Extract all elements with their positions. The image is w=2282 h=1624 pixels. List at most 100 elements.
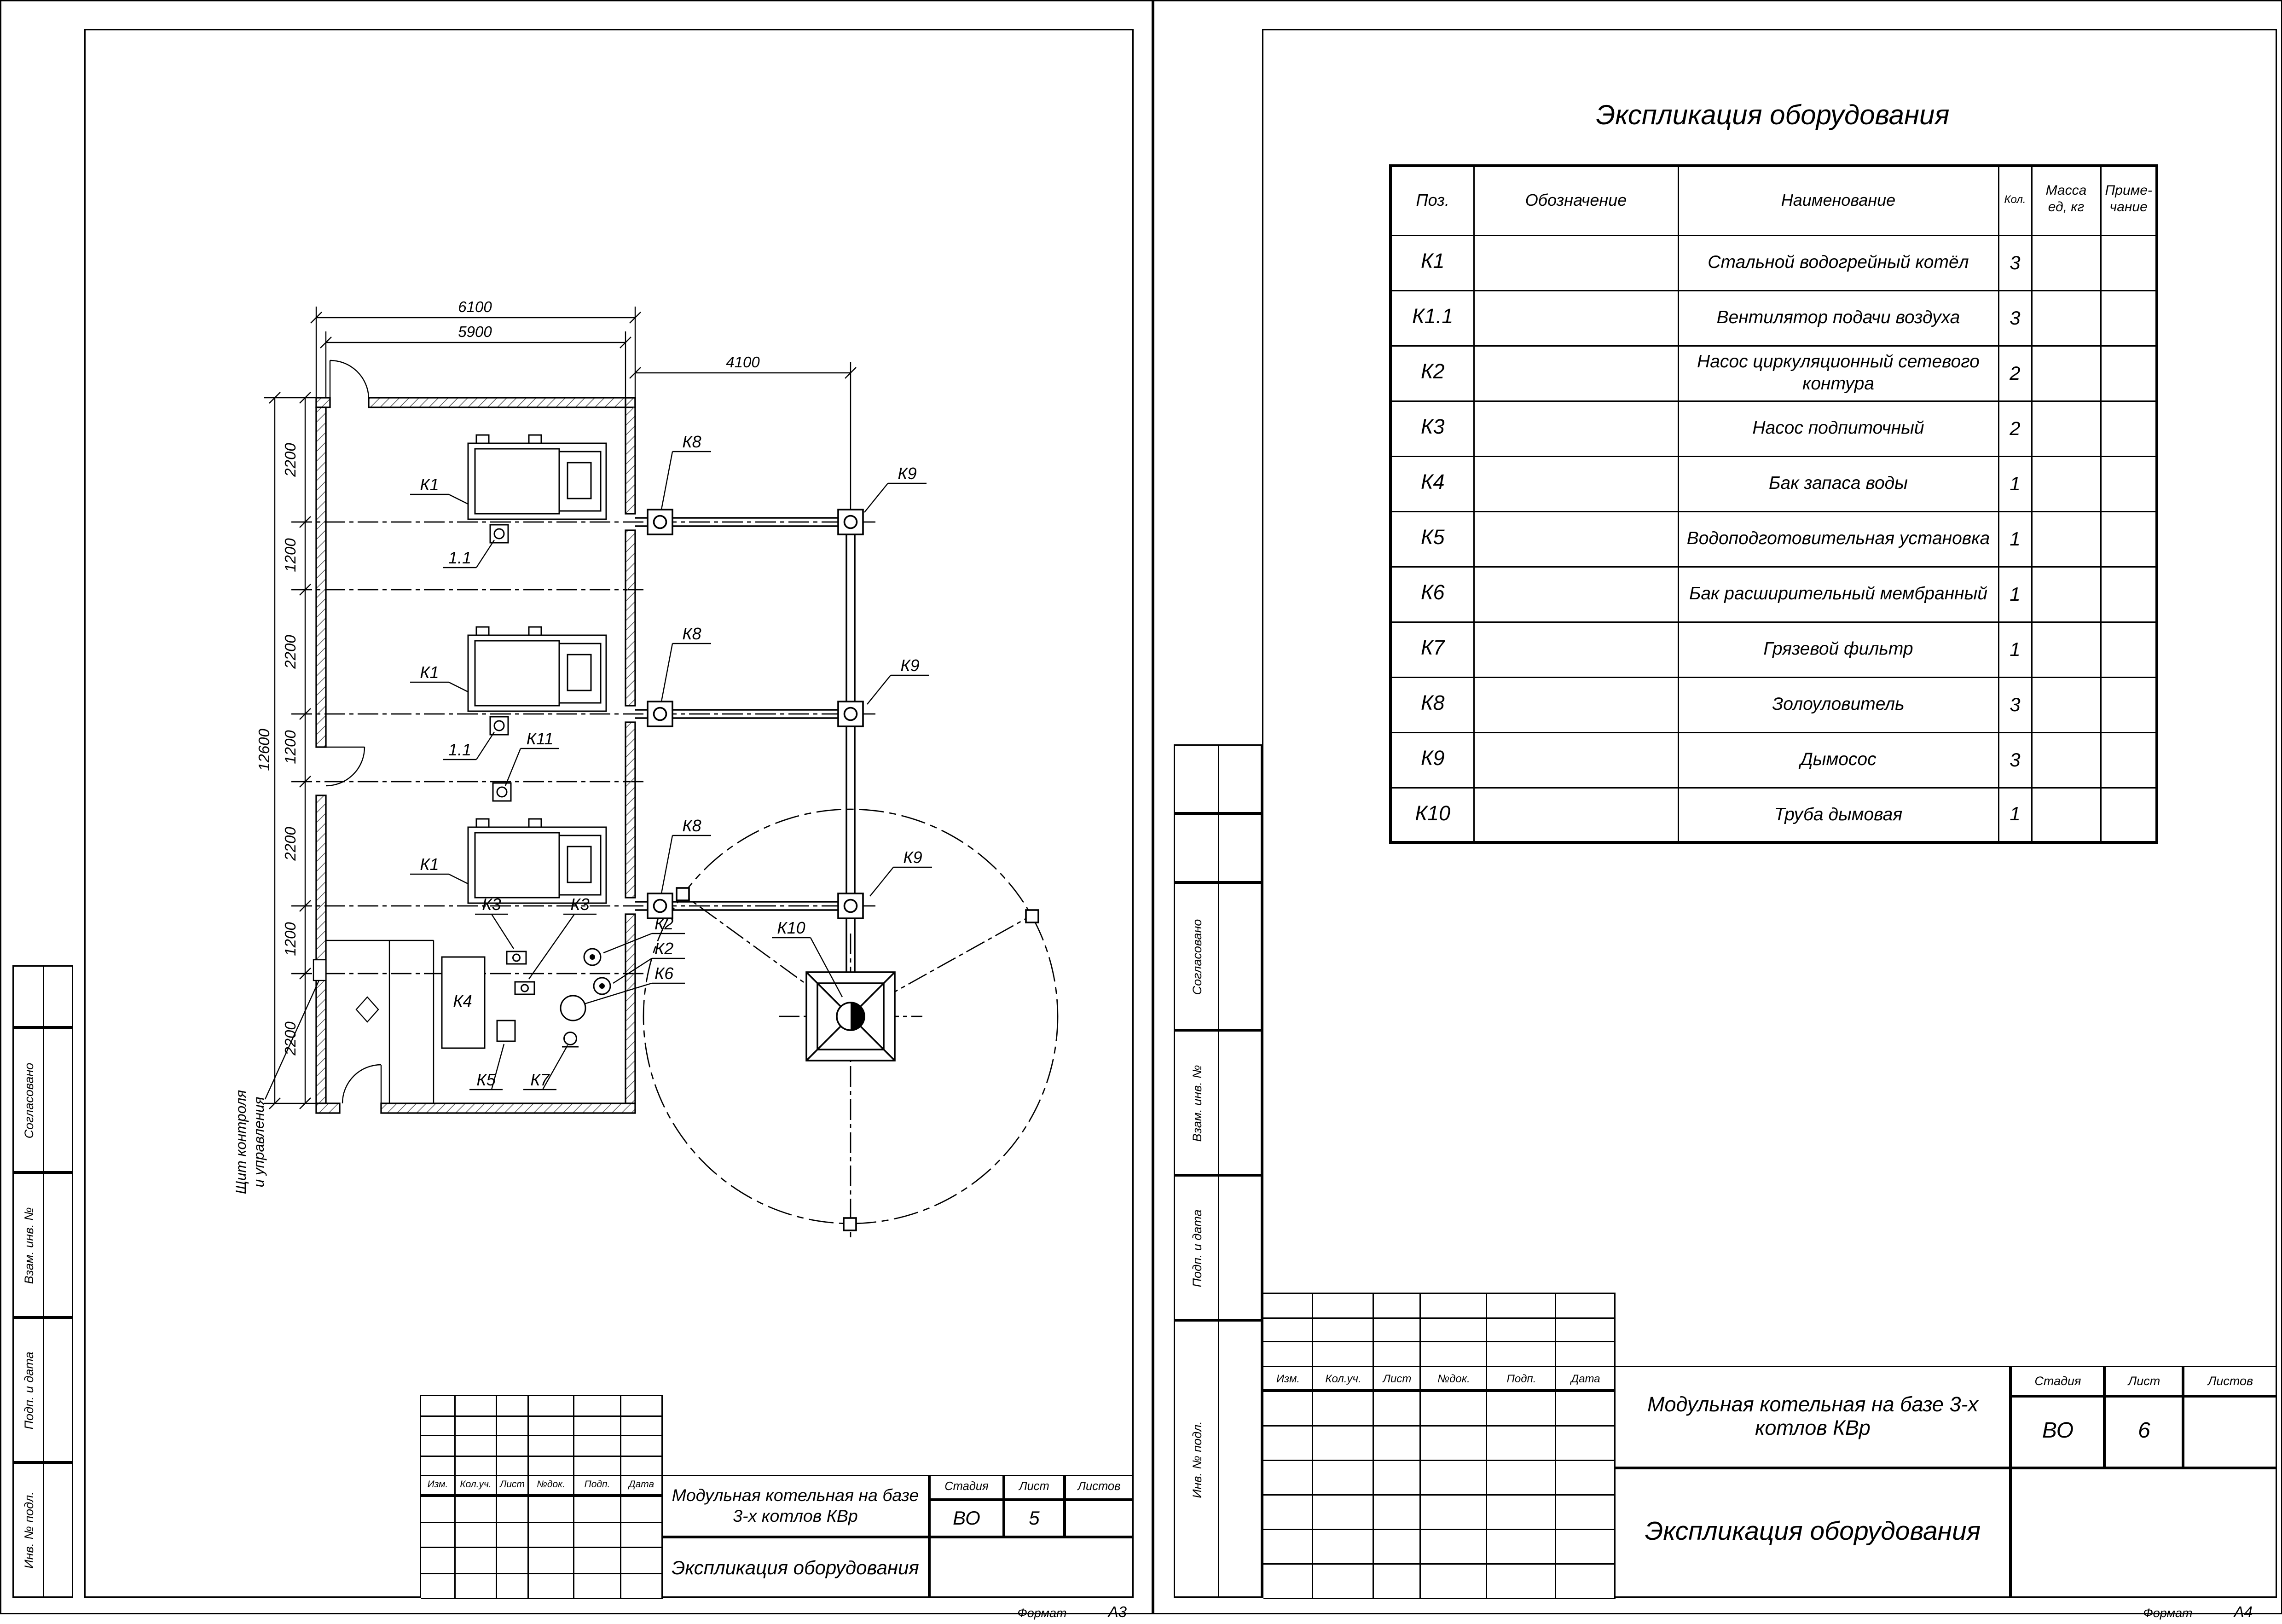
grid-cell — [1313, 1318, 1374, 1343]
cell-sign — [1473, 289, 1679, 346]
plan-label-k6: К6 — [654, 964, 674, 983]
grid-cell — [1556, 1294, 1616, 1318]
grid-cell — [1313, 1530, 1374, 1565]
floor-plan: 6100 5900 4100 2200 1200 2200 1200 2200 … — [232, 298, 1059, 1237]
grid-cell — [1487, 1342, 1557, 1367]
cell-note — [2100, 786, 2158, 843]
grid-cell — [574, 1522, 621, 1548]
guy-anchor — [676, 887, 690, 901]
cell-sign — [1473, 731, 1679, 788]
cell-mass — [2031, 234, 2102, 291]
dim-6100: 6100 — [458, 298, 492, 315]
stage-label-cell: Стадия — [929, 1475, 1004, 1500]
grid-cell — [529, 1416, 574, 1436]
grid-cell — [1556, 1342, 1616, 1367]
cell-name: Грязевой фильтр — [1677, 621, 1999, 678]
grid-cell — [574, 1497, 621, 1523]
dim-left-4: 1200 — [282, 730, 299, 764]
grid-cell — [421, 1416, 456, 1436]
cell-qty: 3 — [1998, 676, 2033, 733]
doors-partitions — [313, 360, 434, 1104]
cell-name: Дымосос — [1677, 731, 1999, 788]
grid-cell — [1556, 1392, 1616, 1427]
grid-cell — [1487, 1530, 1557, 1565]
plan-label-k2: К2 — [654, 914, 673, 933]
grid-cell — [1556, 1530, 1616, 1565]
cell-qty: 1 — [1998, 621, 2033, 678]
cell-mass — [2031, 289, 2102, 346]
dim-4100: 4100 — [726, 354, 760, 371]
stage-value-cell: ВО — [929, 1500, 1004, 1537]
grid-cell — [621, 1456, 663, 1476]
grid-cell — [456, 1548, 497, 1574]
guy-anchor — [1025, 909, 1039, 923]
org-cell — [929, 1537, 1134, 1598]
sheet-number-cell: 6 — [2104, 1396, 2184, 1468]
cell-name: Стальной водогрейный котёл — [1677, 234, 1999, 291]
spec-table-head: Поз. Обозначение Наименование Кол. Масса… — [1390, 165, 2158, 236]
grid-cell — [574, 1573, 621, 1599]
grid-cell — [529, 1396, 574, 1416]
grid-cell — [621, 1416, 663, 1436]
grid-cell — [456, 1573, 497, 1599]
grid-cell — [621, 1573, 663, 1599]
col-name: Наименование — [1677, 165, 1999, 236]
plan-label-k8: К8 — [682, 624, 701, 643]
plan-label-k9: К9 — [900, 656, 919, 675]
col-mass: Масса ед, кг — [2031, 165, 2102, 236]
stage-value-cell: ВО — [2010, 1396, 2105, 1468]
stamp-vzam-inv: Взам. инв. № — [1174, 1030, 1263, 1175]
sheet-a4-specification: Экспликация оборудования Поз. Обозначени… — [1153, 0, 2282, 1621]
grid-cell — [1313, 1496, 1374, 1530]
grid-cell — [1487, 1496, 1557, 1530]
grid-cell — [497, 1522, 529, 1548]
grid-cell — [1374, 1318, 1421, 1343]
plan-label-k4: К4 — [453, 992, 472, 1010]
grid-cell — [1421, 1461, 1488, 1496]
sheet-label-cell: Лист — [2104, 1366, 2184, 1396]
stamp-vzam-inv: Взам. инв. № — [12, 1172, 73, 1317]
cell-sign — [1473, 455, 1679, 512]
grid-cell — [456, 1436, 497, 1456]
grid-cell — [497, 1548, 529, 1574]
grid-cell — [1313, 1342, 1374, 1367]
grid-cell — [574, 1396, 621, 1416]
cell-note — [2100, 400, 2158, 457]
grid-cell — [1487, 1565, 1557, 1599]
cell-sign — [1473, 786, 1679, 843]
grid-cell — [497, 1497, 529, 1523]
flue-system — [635, 509, 1039, 1231]
doc-title-cell: Экспликация оборудования — [661, 1537, 929, 1598]
chimney-foundation — [805, 971, 896, 1061]
leader-lines — [264, 451, 932, 1100]
cell-sign — [1473, 621, 1679, 678]
stamp-podp-data: Подп. и дата — [12, 1317, 73, 1462]
cell-qty: 3 — [1998, 234, 2033, 291]
grid-cell — [421, 1436, 456, 1456]
grid-cell — [1421, 1530, 1488, 1565]
plan-label-k10: К10 — [777, 918, 805, 937]
dim-left-3: 2200 — [282, 635, 299, 669]
grid-cell — [456, 1416, 497, 1436]
grid-cell — [1374, 1392, 1421, 1427]
grid-cell — [497, 1396, 529, 1416]
grid-cell — [574, 1416, 621, 1436]
grid-cell — [1313, 1294, 1374, 1318]
cell-qty: 3 — [1998, 289, 2033, 346]
grid-cell — [529, 1548, 574, 1574]
cell-pos: К10 — [1390, 786, 1475, 843]
stamp-podp-data: Подп. и дата — [1174, 1175, 1263, 1320]
sheets-count-cell — [1065, 1500, 1134, 1537]
grid-cell — [1263, 1342, 1314, 1367]
grid-cell — [621, 1548, 663, 1574]
revision-grid — [420, 1395, 663, 1476]
grid-cell — [1263, 1427, 1314, 1461]
dim-left-2: 1200 — [282, 538, 299, 572]
plan-label-k8: К8 — [682, 816, 701, 835]
cell-qty: 1 — [1998, 565, 2033, 622]
